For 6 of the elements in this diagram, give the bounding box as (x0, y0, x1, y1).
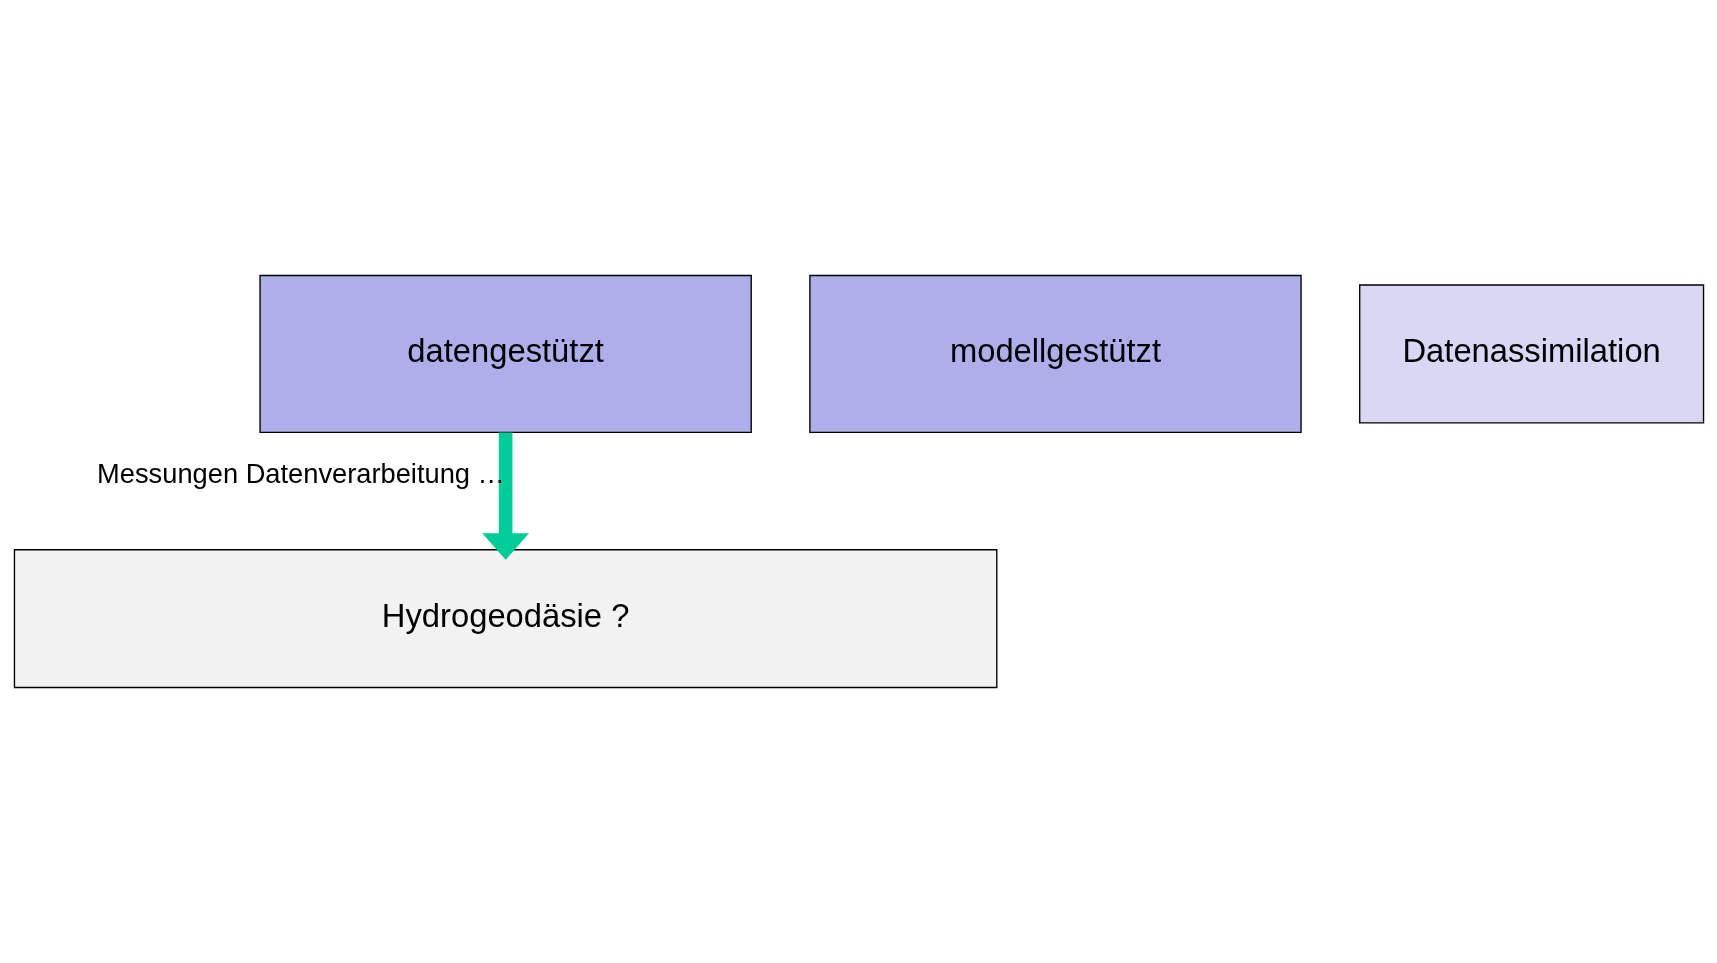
arrow (481, 432, 529, 560)
node-box: modellgestützt (808, 274, 1302, 434)
edge-label: Messungen Datenverarbeitung … (96, 458, 505, 490)
node-box: Hydrogeodäsie ? (13, 549, 997, 689)
node-box: Datenassimilation (1358, 284, 1704, 424)
node-box: datengestützt (258, 274, 752, 434)
